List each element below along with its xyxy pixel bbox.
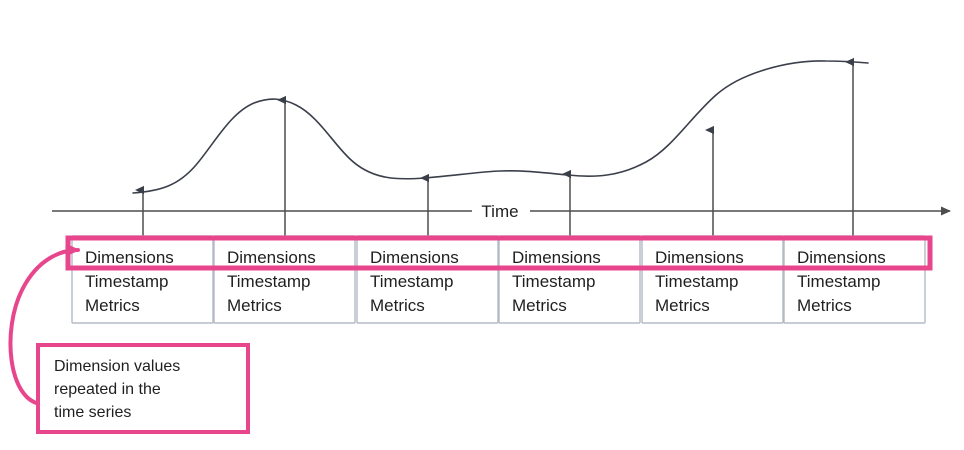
sample-pointers <box>135 57 854 262</box>
record-boxes: Dimensions Timestamp Metrics Dimensions … <box>71 235 926 324</box>
callout-line-2: repeated in the <box>54 381 161 398</box>
record-3-field-metrics: Metrics <box>370 296 425 315</box>
record-1-field-dimensions: Dimensions <box>85 248 174 267</box>
dimension-values-callout: Dimension values repeated in the time se… <box>36 343 250 434</box>
callout-line-3: time series <box>54 404 131 421</box>
record-2-field-metrics: Metrics <box>227 296 282 315</box>
record-1-field-metrics: Metrics <box>85 296 140 315</box>
callout-connector-arrow <box>8 244 80 406</box>
callout-line-1: Dimension values <box>54 358 180 375</box>
signal-curve <box>132 60 869 194</box>
record-5-field-metrics: Metrics <box>655 296 710 315</box>
record-4-field-dimensions: Dimensions <box>512 248 601 267</box>
record-5-field-timestamp: Timestamp <box>655 272 738 291</box>
record-2-field-dimensions: Dimensions <box>227 248 316 267</box>
record-4-field-timestamp: Timestamp <box>512 272 595 291</box>
record-5[interactable]: Dimensions Timestamp Metrics <box>641 235 784 324</box>
time-axis-label: Time <box>481 202 518 221</box>
time-axis: Time <box>52 202 951 221</box>
record-3-field-timestamp: Timestamp <box>370 272 453 291</box>
record-6-field-timestamp: Timestamp <box>797 272 880 291</box>
record-5-field-dimensions: Dimensions <box>655 248 744 267</box>
record-6[interactable]: Dimensions Timestamp Metrics <box>783 235 926 324</box>
record-1-field-timestamp: Timestamp <box>85 272 168 291</box>
callout-box <box>36 343 250 434</box>
record-3-field-dimensions: Dimensions <box>370 248 459 267</box>
record-6-field-metrics: Metrics <box>797 296 852 315</box>
record-1[interactable]: Dimensions Timestamp Metrics <box>71 235 214 324</box>
record-2[interactable]: Dimensions Timestamp Metrics <box>213 235 356 324</box>
record-3[interactable]: Dimensions Timestamp Metrics <box>356 235 499 324</box>
record-6-field-dimensions: Dimensions <box>797 248 886 267</box>
record-2-field-timestamp: Timestamp <box>227 272 310 291</box>
record-4-field-metrics: Metrics <box>512 296 567 315</box>
record-4[interactable]: Dimensions Timestamp Metrics <box>498 235 641 324</box>
